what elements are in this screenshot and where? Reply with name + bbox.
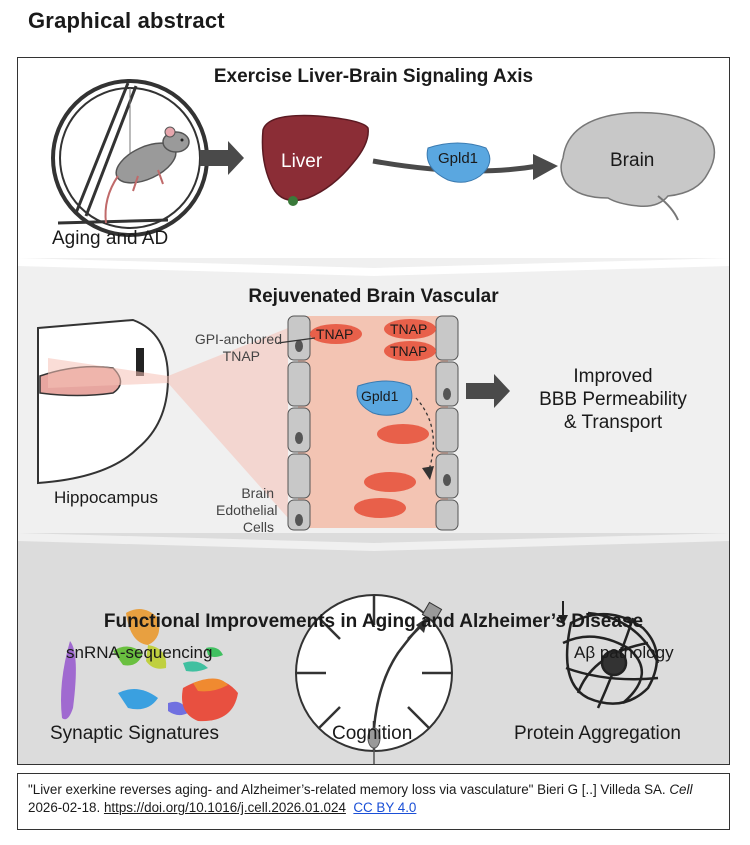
arrow-to-outcome-icon <box>466 374 510 408</box>
endothelial-label-line1: Brain <box>241 485 274 501</box>
synaptic-signatures-label: Synaptic Signatures <box>50 723 219 744</box>
panel-brain-vascular: Rejuvenated Brain Vascular Hippocampus G… <box>18 258 729 543</box>
amyloid-plaque-icon <box>562 611 660 709</box>
gpld1-protein-icon <box>426 142 491 183</box>
endothelial-label-line3: Cells <box>242 519 274 535</box>
tnap-label-2: TNAP <box>390 321 428 337</box>
panel1-illustration <box>51 79 716 237</box>
outcome-label-line2: BBB Permeability <box>539 389 687 410</box>
cleavage-arrowhead-icon <box>422 466 434 480</box>
tnap-label-1: TNAP <box>316 326 354 342</box>
endothelial-label-line2: Edothelial <box>216 502 278 518</box>
right-endothelial-wall <box>435 315 459 531</box>
panel1-title: Exercise Liver-Brain Signaling Axis <box>213 66 534 87</box>
snrna-seq-label: snRNA-sequencing <box>66 643 213 662</box>
citation-journal: Cell <box>669 782 693 797</box>
gpi-anchored-label-line1: GPI-anchored <box>194 331 282 347</box>
panel-functional-improvements: Functional Improvements in Aging and Alz… <box>18 533 729 764</box>
tnap-enzyme-2 <box>384 319 436 339</box>
citation-license-link[interactable]: CC BY 4.0 <box>353 800 417 815</box>
protein-aggregation-label: Protein Aggregation <box>514 723 681 744</box>
mouse-icon <box>104 126 190 224</box>
tnap-enzyme-1 <box>310 324 362 344</box>
released-tnap-3 <box>354 498 406 518</box>
gpld1-vessel-label: Gpld1 <box>361 388 399 404</box>
liver-label: Liver <box>281 151 323 172</box>
arrow-to-brain-icon <box>533 154 558 180</box>
gpld1-vessel-icon <box>356 380 413 416</box>
gpld1-label: Gpld1 <box>438 150 479 167</box>
arrow-to-liver-icon <box>200 141 244 175</box>
released-tnap-1 <box>377 424 429 444</box>
left-endothelial-wall <box>287 315 311 531</box>
barnes-maze-icon <box>295 594 453 764</box>
umap-clusters-icon <box>61 609 238 722</box>
gallbladder-icon <box>288 196 298 206</box>
citation-text-part2: 2026-02-18. <box>28 800 104 815</box>
citation-doi-link[interactable]: https://doi.org/10.1016/j.cell.2026.01.0… <box>103 800 346 815</box>
brain-icon <box>560 111 716 208</box>
hippocampus-label: Hippocampus <box>54 488 158 507</box>
page-title: Graphical abstract <box>28 8 225 33</box>
tnap-enzyme-3 <box>384 341 436 361</box>
abeta-pathology-label: Aβ pathology <box>574 643 674 662</box>
outcome-label-line3: & Transport <box>563 412 663 433</box>
gpi-pointer-line <box>277 337 316 344</box>
citation-box: "Liver exerkine reverses aging- and Alzh… <box>17 773 730 830</box>
decrease-arrow-icon <box>558 615 568 625</box>
outcome-label-line1: Improved <box>573 366 653 387</box>
panel3-illustration <box>18 533 729 764</box>
tnap-label-3: TNAP <box>390 343 428 359</box>
brain-section-icon <box>37 318 288 518</box>
gpi-anchored-label-line2: TNAP <box>222 348 260 364</box>
cleavage-arrow-line <box>415 397 434 474</box>
liver-icon <box>261 114 369 202</box>
panel-liver-brain-axis: Exercise Liver-Brain Signaling Axis <box>18 58 729 266</box>
citation-text-part1: "Liver exerkine reverses aging- and Alzh… <box>28 782 670 797</box>
panel2-title: Rejuvenated Brain Vascular <box>248 286 499 307</box>
released-tnap-2 <box>364 472 416 492</box>
brain-label: Brain <box>610 150 655 171</box>
panel3-title: Functional Improvements in Aging and Alz… <box>103 611 644 632</box>
graphical-abstract-frame: Exercise Liver-Brain Signaling Axis <box>17 57 730 765</box>
aging-ad-label: Aging and AD <box>52 228 169 249</box>
cognition-label: Cognition <box>332 723 413 744</box>
panel2-illustration <box>18 258 729 531</box>
